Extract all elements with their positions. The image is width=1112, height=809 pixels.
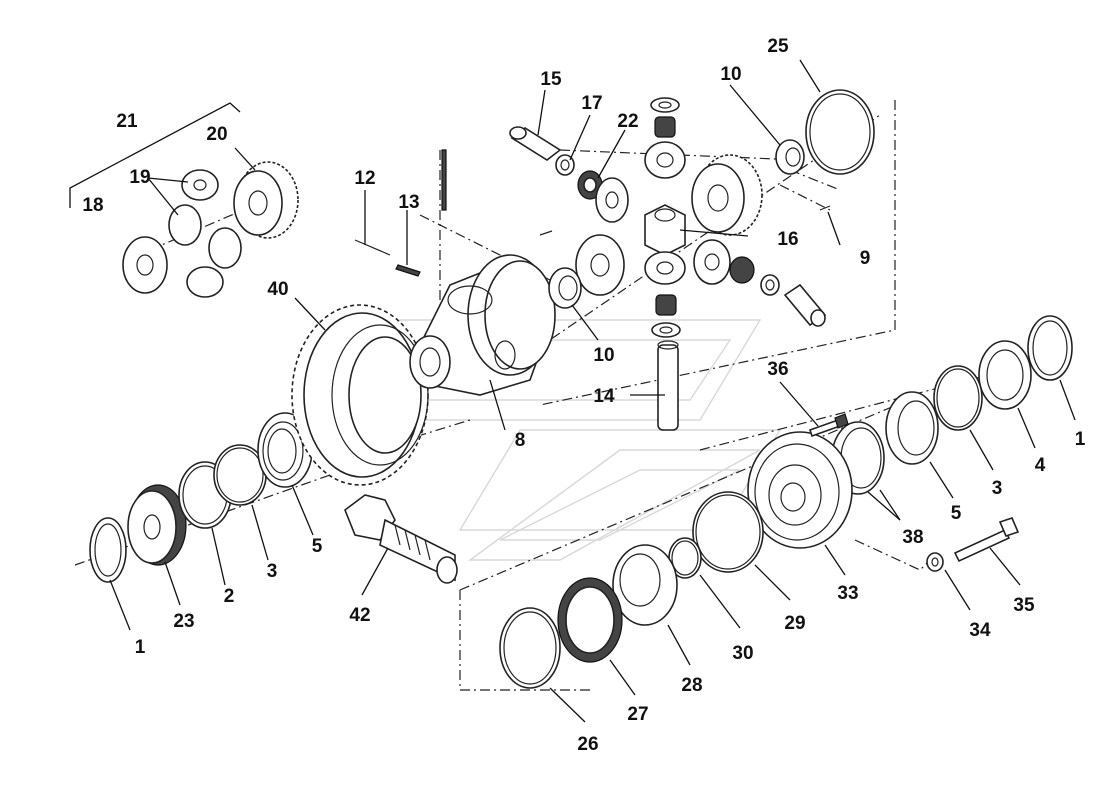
- shaft-14: [657, 340, 679, 431]
- pinion-gear-right: [693, 239, 731, 285]
- callout-25: 25: [767, 36, 789, 57]
- callout-35: 35: [1013, 595, 1035, 616]
- top-washer: [650, 97, 680, 113]
- callout-12: 12: [354, 168, 375, 189]
- callout-5-left: 5: [312, 536, 323, 557]
- callout-20: 20: [206, 124, 227, 145]
- housing-cover-33: [747, 431, 853, 549]
- o-ring-29: [692, 491, 764, 573]
- callout-36: 36: [767, 359, 788, 380]
- gear-19-right: [208, 227, 242, 269]
- callout-3-left: 3: [267, 561, 278, 582]
- thrust-washer-10-upper: [775, 139, 805, 175]
- pinion-shaft-42: [344, 494, 458, 584]
- callout-14: 14: [593, 386, 615, 407]
- pinion-gear-center: [644, 251, 686, 285]
- nut-34: [926, 552, 944, 572]
- friction-disc-27: [557, 577, 623, 663]
- callout-13: 13: [398, 192, 419, 213]
- callout-3-right: 3: [992, 478, 1003, 499]
- needle-bearing-right: [729, 256, 755, 284]
- callout-26: 26: [577, 734, 598, 755]
- callout-34: 34: [969, 620, 991, 641]
- callout-18: 18: [82, 195, 103, 216]
- disc-26: [499, 607, 561, 689]
- side-gear-right-big: [691, 154, 763, 236]
- callout-10-mid: 10: [593, 345, 614, 366]
- pin-13: [395, 264, 421, 277]
- leader-lines: [109, 59, 1076, 723]
- snap-ring-left: [89, 517, 127, 583]
- bearing-5-right: [885, 391, 939, 465]
- bolt-36: [808, 413, 849, 438]
- shim-25: [805, 89, 875, 175]
- callout-17: 17: [581, 93, 602, 114]
- bolt-35: [953, 517, 1020, 563]
- gear-19-top: [181, 169, 219, 201]
- callout-38: 38: [902, 527, 923, 548]
- callout-30: 30: [732, 643, 753, 664]
- gear-19-left: [168, 204, 202, 246]
- bracket-21: [69, 102, 241, 208]
- top-needle-bearing: [654, 116, 676, 138]
- callout-28: 28: [681, 675, 702, 696]
- callout-8: 8: [515, 430, 526, 451]
- callout-9: 9: [860, 248, 871, 269]
- lower-needle-bearing: [655, 294, 677, 316]
- lower-washer: [651, 322, 681, 338]
- pin-15: [509, 126, 562, 161]
- callout-42: 42: [349, 605, 370, 626]
- washer-right: [760, 274, 780, 296]
- callout-1-left: 1: [135, 637, 146, 658]
- flange-23: [127, 484, 187, 566]
- ring-3-right: [933, 365, 983, 431]
- callout-1-right: 1: [1075, 429, 1086, 450]
- needle-bearing-22: [577, 170, 603, 200]
- callout-23: 23: [173, 611, 194, 632]
- pin-9: [819, 205, 831, 211]
- ring-gear-40: [291, 304, 429, 486]
- callout-10-top: 10: [720, 64, 741, 85]
- pin-vertical: [441, 149, 447, 211]
- snap-ring-right: [1027, 315, 1073, 381]
- callout-5-right: 5: [951, 503, 962, 524]
- callout-21: 21: [116, 111, 138, 132]
- o-ring-30: [668, 537, 702, 579]
- gear-19-bottom: [186, 266, 224, 298]
- callout-4: 4: [1035, 455, 1046, 476]
- side-gear-left: [595, 177, 629, 223]
- callout-2: 2: [224, 586, 235, 607]
- plate-28: [612, 544, 678, 626]
- callout-19: 19: [129, 167, 150, 188]
- callout-29: 29: [784, 613, 805, 634]
- spider-16: [644, 204, 686, 256]
- ring-4: [978, 340, 1032, 410]
- pin-right: [783, 283, 827, 327]
- washer-17: [555, 154, 575, 176]
- pinion-gear-left: [575, 234, 625, 296]
- callout-22: 22: [617, 111, 638, 132]
- pin-12: [354, 239, 391, 256]
- gear-20: [233, 161, 299, 239]
- callout-15: 15: [540, 69, 562, 90]
- callout-33: 33: [837, 583, 858, 604]
- callout-16: 16: [777, 229, 798, 250]
- callout-labels: 1 1 2 3 3 4 5 5 8 9 10 10 12 13 14 15 16…: [82, 36, 1085, 755]
- small-pin-center: [539, 230, 553, 236]
- top-pinion-gear: [644, 141, 686, 179]
- diff-case-8: [409, 254, 556, 396]
- thrust-washer-10-lower: [548, 267, 582, 309]
- callout-40: 40: [267, 279, 288, 300]
- callout-27: 27: [627, 704, 648, 725]
- gear-18: [122, 236, 168, 294]
